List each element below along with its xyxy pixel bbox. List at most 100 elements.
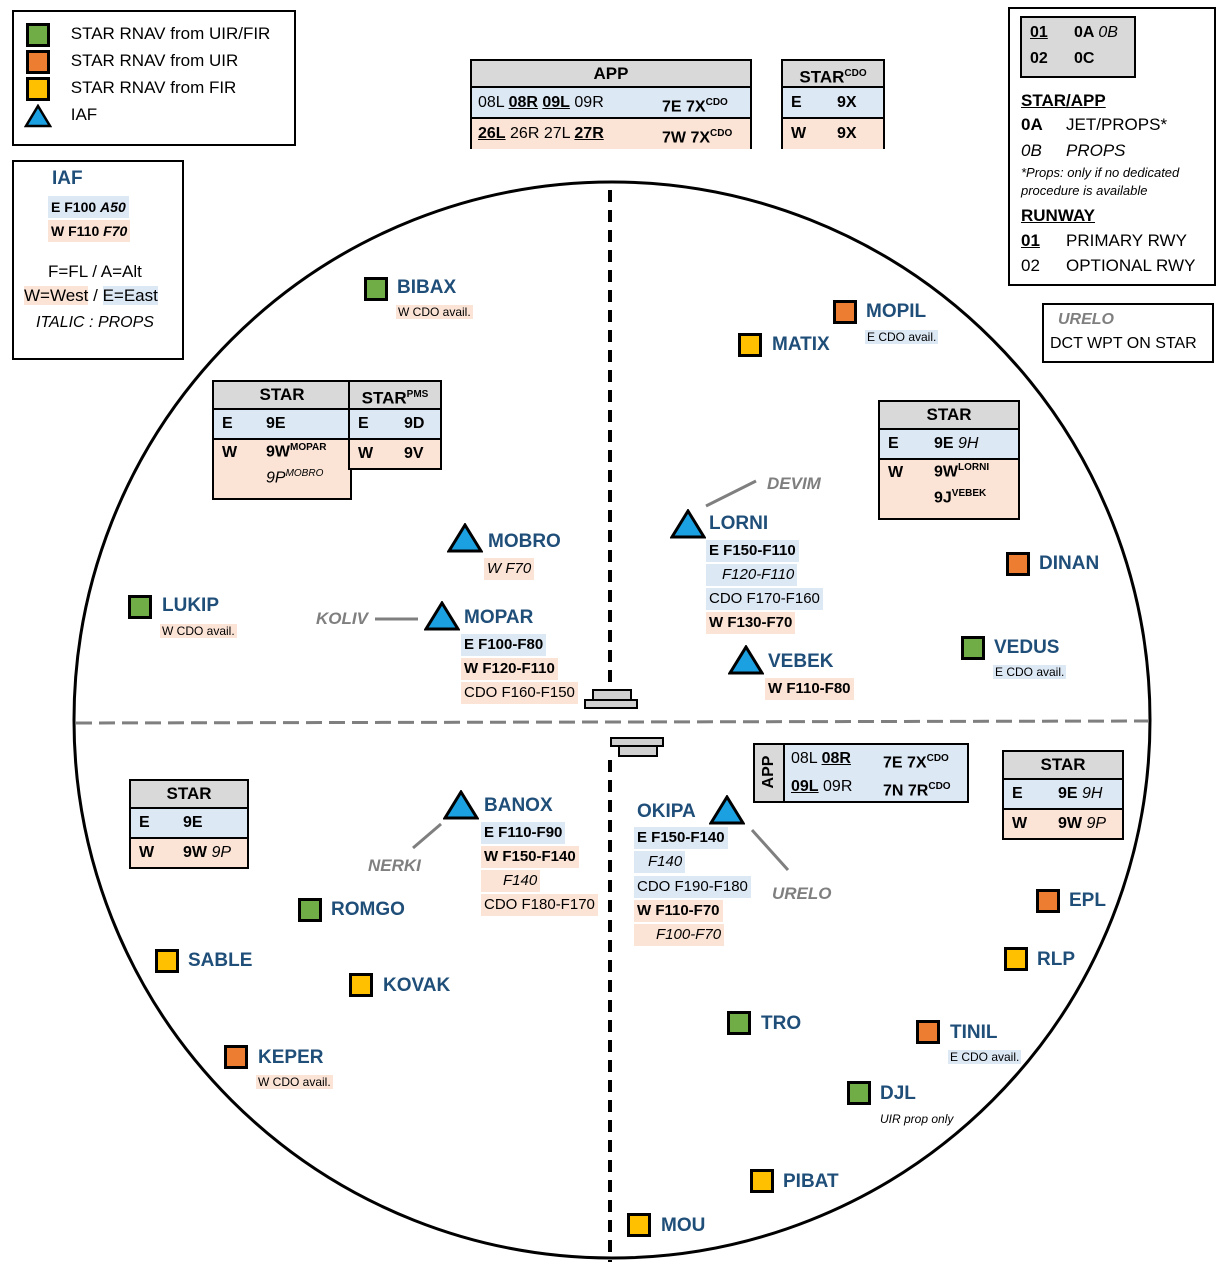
iaf-vebek-icon[interactable] bbox=[728, 645, 764, 675]
waypoint-keper-icon[interactable] bbox=[224, 1045, 248, 1069]
tinil-note: E CDO avail. bbox=[948, 1050, 1022, 1064]
urelo-dct-line bbox=[750, 828, 790, 872]
app-table: APP 08L 08R 09L 09R 7E 7XCDO 26L 26R 27L… bbox=[470, 59, 752, 149]
waypoint-djl[interactable]: DJL bbox=[880, 1083, 916, 1104]
orange-square-icon bbox=[26, 50, 50, 74]
iaf-okipa-icon[interactable] bbox=[709, 795, 745, 825]
banox-cdo: CDO F180-F170 bbox=[481, 894, 598, 916]
dct-urelo[interactable]: URELO bbox=[772, 884, 832, 903]
devim-dct-line bbox=[705, 479, 757, 508]
iaf-legend-east: E F100 A50 bbox=[48, 196, 129, 218]
waypoint-rlp[interactable]: RLP bbox=[1037, 949, 1075, 970]
waypoint-tro[interactable]: TRO bbox=[761, 1013, 802, 1034]
waypoint-rlp-icon[interactable] bbox=[1004, 947, 1028, 971]
okipa-east-props: F140 bbox=[634, 851, 686, 873]
waypoint-keper[interactable]: KEPER bbox=[258, 1047, 324, 1068]
waypoint-romgo[interactable]: ROMGO bbox=[331, 899, 405, 920]
dct-legend-box: URELO DCT WPT ON STAR bbox=[1042, 303, 1214, 363]
lorni-cdo: CDO F170-F160 bbox=[706, 588, 823, 610]
iaf-okipa[interactable]: OKIPA bbox=[637, 801, 696, 822]
waypoint-sable[interactable]: SABLE bbox=[188, 950, 253, 971]
waypoint-lukip[interactable]: LUKIP bbox=[162, 595, 219, 616]
okipa-west-props: F100-F70 bbox=[634, 924, 725, 946]
waypoint-bibax[interactable]: BIBAX bbox=[397, 277, 457, 298]
waypoint-mou[interactable]: MOU bbox=[661, 1215, 706, 1236]
waypoint-bibax-icon[interactable] bbox=[364, 277, 388, 301]
waypoint-vedus-icon[interactable] bbox=[961, 636, 985, 660]
okipa-east: E F150-F140 bbox=[634, 827, 728, 849]
waypoint-djl-icon[interactable] bbox=[847, 1081, 871, 1105]
vedus-note: E CDO avail. bbox=[993, 665, 1067, 679]
waypoint-matix[interactable]: MATIX bbox=[772, 334, 830, 355]
waypoint-romgo-icon[interactable] bbox=[298, 898, 322, 922]
mopil-note: E CDO avail. bbox=[865, 330, 939, 344]
keper-note: W CDO avail. bbox=[256, 1075, 333, 1089]
iaf-mopar-icon[interactable] bbox=[424, 601, 460, 631]
waypoint-epl[interactable]: EPL bbox=[1069, 890, 1106, 911]
iaf-vebek[interactable]: VEBEK bbox=[768, 651, 834, 672]
okipa-cdo: CDO F190-F180 bbox=[634, 876, 751, 898]
direction-note: W=West / E=East bbox=[24, 286, 158, 305]
iaf-banox[interactable]: BANOX bbox=[484, 795, 553, 816]
waypoint-matix-icon[interactable] bbox=[738, 333, 762, 357]
legend-item-iaf: IAF bbox=[23, 103, 97, 128]
lukip-note: W CDO avail. bbox=[160, 624, 237, 638]
sector-circle bbox=[72, 180, 1152, 1260]
dct-nerki[interactable]: NERKI bbox=[368, 856, 421, 875]
iaf-legend-title: IAF bbox=[52, 168, 83, 189]
banox-east: E F110-F90 bbox=[481, 822, 566, 844]
lorni-east-props: F120-F110 bbox=[706, 564, 798, 586]
dct-koliv[interactable]: KOLIV bbox=[316, 609, 368, 628]
iaf-mobro-icon[interactable] bbox=[447, 523, 483, 553]
vebek-west: W F110-F80 bbox=[765, 678, 854, 700]
waypoint-epl-icon[interactable] bbox=[1036, 889, 1060, 913]
key-grid: 01 0A 0B 02 0C bbox=[1020, 16, 1136, 78]
waypoint-mopil-icon[interactable] bbox=[833, 300, 857, 324]
waypoint-tro-icon[interactable] bbox=[727, 1011, 751, 1035]
mopar-cdo: CDO F160-F150 bbox=[461, 682, 578, 704]
mobro-west: W F70 bbox=[484, 558, 535, 580]
waypoint-kovak-icon[interactable] bbox=[349, 973, 373, 997]
legend-item-uir-fir: STAR RNAV from UIR/FIR bbox=[26, 23, 270, 47]
iaf-legend-box: IAF E F100 A50 W F110 F70 F=FL / A=Alt W… bbox=[12, 160, 184, 360]
waypoint-lukip-icon[interactable] bbox=[128, 595, 152, 619]
waypoint-pibat[interactable]: PIBAT bbox=[783, 1171, 839, 1192]
legend-item-uir: STAR RNAV from UIR bbox=[26, 50, 238, 74]
lorni-west: W F130-F70 bbox=[706, 612, 796, 634]
runway-icon-north bbox=[592, 689, 632, 701]
banox-west-props: F140 bbox=[481, 870, 541, 892]
waypoint-kovak[interactable]: KOVAK bbox=[383, 975, 451, 996]
waypoint-vedus[interactable]: VEDUS bbox=[994, 637, 1060, 658]
runway-icon-south bbox=[610, 737, 664, 747]
key-box: 01 0A 0B 02 0C STAR/APP 0A JET/PROPS* 0B… bbox=[1008, 7, 1216, 286]
iaf-legend-west: W F110 F70 bbox=[48, 220, 131, 242]
waypoint-tinil[interactable]: TINIL bbox=[950, 1022, 998, 1043]
legend-item-fir: STAR RNAV from FIR bbox=[26, 77, 236, 101]
waypoint-pibat-icon[interactable] bbox=[750, 1169, 774, 1193]
waypoint-sable-icon[interactable] bbox=[155, 949, 179, 973]
iaf-banox-icon[interactable] bbox=[443, 790, 479, 820]
iaf-mobro[interactable]: MOBRO bbox=[488, 531, 561, 552]
legend-box: STAR RNAV from UIR/FIR STAR RNAV from UI… bbox=[12, 10, 296, 146]
waypoint-dinan-icon[interactable] bbox=[1006, 552, 1030, 576]
djl-note: UIR prop only bbox=[880, 1112, 954, 1126]
waypoint-mou-icon[interactable] bbox=[627, 1213, 651, 1237]
waypoint-dinan[interactable]: DINAN bbox=[1039, 553, 1100, 574]
waypoint-mopil[interactable]: MOPIL bbox=[866, 301, 927, 322]
lorni-east: E F150-F110 bbox=[706, 540, 799, 562]
waypoint-tinil-icon[interactable] bbox=[916, 1020, 940, 1044]
iaf-mopar[interactable]: MOPAR bbox=[464, 607, 534, 628]
iaf-lorni[interactable]: LORNI bbox=[709, 513, 769, 534]
app-row-east: 08L 08R 09L 09R 7E 7XCDO bbox=[472, 88, 750, 117]
dct-devim[interactable]: DEVIM bbox=[767, 474, 821, 493]
app-row-west: 26L 26R 27L 27R 7W 7XCDO bbox=[472, 117, 750, 149]
yellow-square-icon bbox=[26, 77, 50, 101]
iaf-lorni-icon[interactable] bbox=[670, 509, 706, 539]
mopar-east: E F100-F80 bbox=[461, 634, 547, 656]
bibax-note: W CDO avail. bbox=[396, 305, 473, 319]
banox-west: W F150-F140 bbox=[481, 846, 579, 868]
mopar-west: W F120-F110 bbox=[461, 658, 558, 680]
